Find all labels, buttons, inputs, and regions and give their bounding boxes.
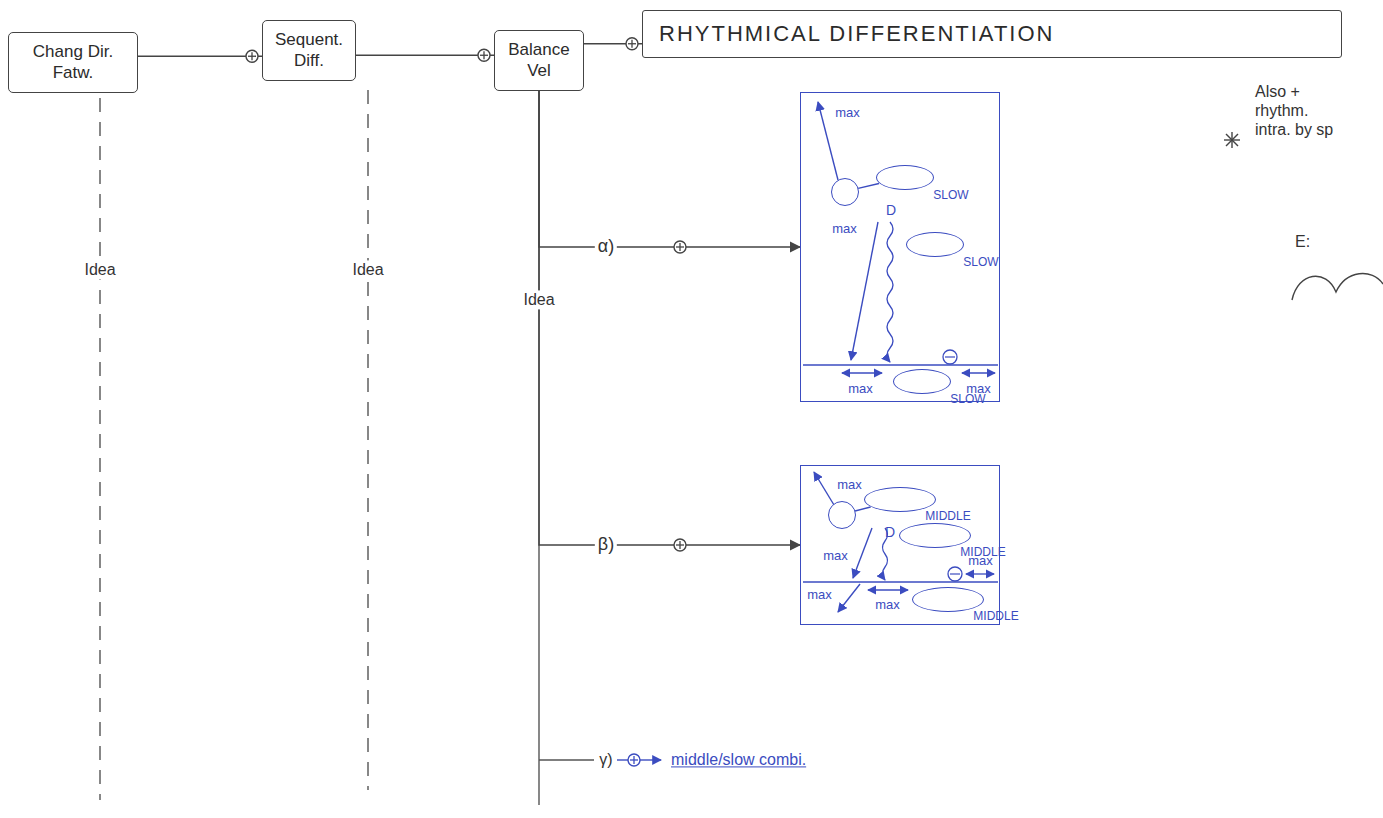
note-label: Idea <box>520 290 557 309</box>
node-text: SLOW <box>933 189 968 203</box>
branch-arrow <box>640 759 661 760</box>
plus-junction <box>674 539 686 551</box>
connector <box>584 43 642 44</box>
node-text: D <box>886 202 896 218</box>
plus-junction <box>483 51 484 59</box>
max-arrow <box>818 102 838 180</box>
note-label: middle/slow combi. <box>668 750 809 769</box>
plus-junction <box>631 40 632 48</box>
node-text: MIDDLE <box>973 610 1018 624</box>
plus-junction <box>679 243 680 251</box>
plus-junction <box>628 754 640 766</box>
sketch-frame: maxmaxmaxmaxDSLOWSLOWSLOW <box>800 92 1000 402</box>
node-text: SLOW <box>963 256 998 270</box>
connector <box>855 507 871 511</box>
node-text: Chang Dir. Fatw. <box>19 41 127 84</box>
connector <box>858 183 879 188</box>
double-arrow <box>842 372 882 373</box>
annotation-text: max <box>875 597 900 610</box>
connector <box>539 91 800 546</box>
note-label: E: <box>1292 232 1313 251</box>
wavy-arrow <box>887 222 893 362</box>
max-arrow <box>851 222 878 360</box>
plus-junction <box>246 50 258 62</box>
double-arrow <box>966 573 994 574</box>
speed-ellipse: MIDDLE <box>899 523 971 548</box>
annotation-text: max <box>848 381 873 394</box>
start-circle: D <box>828 501 856 529</box>
ground-line <box>803 364 998 365</box>
process-box: Balance Vel <box>494 30 584 91</box>
asterisk-symbol <box>1226 134 1238 146</box>
node-text: RHYTHMICAL DIFFERENTIATION <box>659 20 1325 48</box>
node-text: SLOW <box>950 393 985 407</box>
plus-junction <box>674 241 686 253</box>
annotation-text: max <box>832 221 857 234</box>
heading-box: RHYTHMICAL DIFFERENTIATION <box>642 10 1342 58</box>
double-arrow <box>962 372 995 373</box>
speed-ellipse: SLOW <box>893 369 951 394</box>
annotation-text: max <box>835 105 860 118</box>
curve-sketch <box>1292 274 1383 300</box>
ball-symbol <box>948 567 962 581</box>
annotation-text: max <box>966 381 991 394</box>
ball-symbol <box>943 350 957 364</box>
process-box: Sequent. Diff. <box>262 20 356 81</box>
edge-label: α) <box>595 236 617 258</box>
node-text: Balance Vel <box>505 39 573 82</box>
plus-junction <box>674 241 686 253</box>
asterisk-symbol <box>1224 132 1240 148</box>
note-label: Also + rhythm. intra. by sp <box>1252 82 1344 140</box>
node-text: MIDDLE <box>925 510 970 524</box>
annotation-text: max <box>823 548 848 561</box>
node-text: MIDDLE <box>960 546 1005 560</box>
connector <box>138 56 262 57</box>
asterisk-symbol <box>1226 134 1238 146</box>
branch-line <box>617 759 628 760</box>
plus-junction <box>478 49 490 61</box>
max-arrow <box>838 584 860 612</box>
ball-symbol <box>950 573 960 574</box>
speed-ellipse: MIDDLE <box>912 587 984 612</box>
note-label: γ) <box>596 750 615 769</box>
dashed-column-line <box>99 98 100 800</box>
plus-junction <box>633 756 634 764</box>
annotation-text: max <box>837 477 862 490</box>
dashed-column-line <box>367 90 368 790</box>
connector <box>539 91 800 248</box>
note-label: Idea <box>349 260 386 279</box>
ball-symbol <box>945 356 955 357</box>
connector <box>356 55 494 56</box>
speed-ellipse: SLOW <box>876 165 934 190</box>
sketch-frame: maxmaxmaxmaxmaxDMIDDLEMIDDLEMIDDLE <box>800 465 1000 625</box>
process-box: Chang Dir. Fatw. <box>8 32 138 93</box>
start-circle: D <box>831 178 859 206</box>
node-text: Sequent. Diff. <box>273 29 345 72</box>
double-arrow <box>868 589 908 590</box>
plus-junction <box>478 49 490 61</box>
plus-junction <box>674 539 686 551</box>
plus-junction <box>626 38 638 50</box>
plus-junction <box>679 541 680 549</box>
ground-line <box>803 581 998 582</box>
max-arrow <box>853 528 872 578</box>
note-label: Idea <box>81 260 118 279</box>
speed-ellipse: SLOW <box>906 232 964 257</box>
plus-junction <box>251 52 252 60</box>
node-text: D <box>885 524 895 540</box>
max-arrow <box>814 472 834 505</box>
speed-ellipse: MIDDLE <box>864 487 936 512</box>
edge-label: β) <box>595 534 617 556</box>
annotation-text: max <box>807 587 832 600</box>
plus-junction <box>246 50 258 62</box>
plus-junction <box>626 38 638 50</box>
branch-line <box>539 759 594 760</box>
